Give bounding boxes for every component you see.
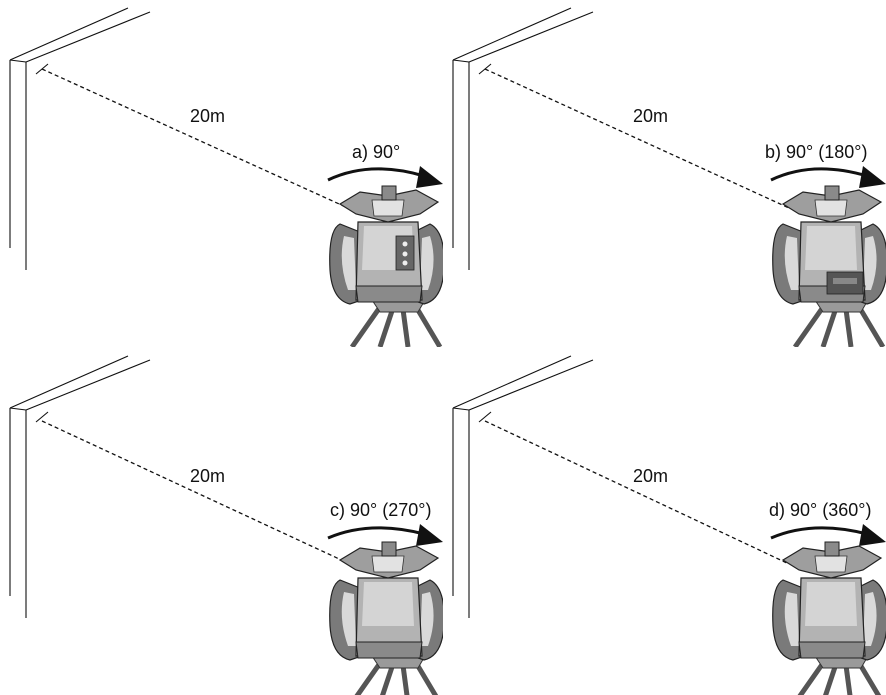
rotation-arrow (327, 167, 425, 182)
distance-label: 20m (633, 106, 669, 126)
arrowhead-icon (416, 524, 443, 546)
tripod (795, 300, 883, 347)
step-label: a) 90° (352, 142, 401, 162)
tripod (352, 300, 440, 347)
step-label: d) 90° (360°) (769, 500, 872, 520)
laser-line (41, 68, 349, 209)
step-label: b) 90° (180°) (765, 142, 868, 162)
wall-corner (9, 7, 151, 271)
rotation-arrow (327, 526, 425, 540)
panel-b: 20m b) 90° (180°) (443, 0, 886, 347)
distance-label: 20m (190, 466, 226, 486)
rotation-arrow (770, 526, 868, 540)
wall-corner (9, 355, 151, 619)
tripod (352, 656, 440, 695)
wall-corner (452, 355, 594, 619)
panel-d-drawing (452, 355, 886, 695)
panel-c: 20m c) 90° (270°) (0, 348, 443, 695)
laser-level-tool (329, 185, 443, 305)
wall-corner (452, 7, 594, 271)
distance-label: 20m (190, 106, 226, 126)
panel-a: 20m a) 90° (0, 0, 443, 347)
panel-c-drawing (9, 355, 443, 695)
laser-line (484, 68, 790, 209)
arrowhead-icon (859, 166, 886, 188)
arrowhead-icon (416, 166, 443, 188)
laser-level-tool (329, 541, 443, 661)
laser-level-tool (772, 541, 886, 661)
laser-line (484, 420, 790, 565)
tripod (795, 656, 883, 695)
laser-line (41, 420, 351, 565)
step-label: c) 90° (270°) (330, 500, 432, 520)
panel-d: 20m d) 90° (360°) (443, 348, 886, 695)
control-panel (395, 235, 415, 271)
rotation-arrow (770, 167, 868, 182)
panel-b-drawing (452, 7, 886, 347)
distance-label: 20m (633, 466, 669, 486)
arrowhead-icon (859, 524, 886, 546)
panel-a-drawing (9, 7, 443, 347)
battery-pack (826, 271, 864, 295)
